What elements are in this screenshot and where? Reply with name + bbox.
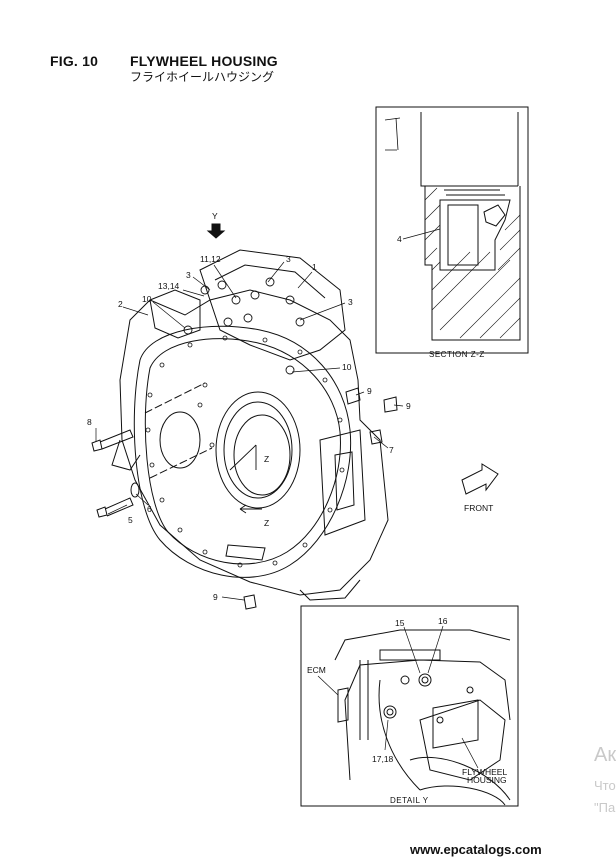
- watermark-line-3: "Па: [594, 800, 616, 815]
- callout-2: 2: [118, 299, 123, 309]
- callout-7: 7: [389, 445, 394, 455]
- callout-10b: 10: [342, 362, 352, 372]
- callout-9b: 9: [406, 401, 411, 411]
- callout-8: 8: [87, 417, 92, 427]
- section-z-label-lower: Z: [264, 518, 269, 528]
- callout-3b: 3: [286, 254, 291, 264]
- flywheel-housing-label-1: FLYWHEEL: [462, 767, 507, 777]
- watermark-line-2: Что: [594, 778, 616, 793]
- figure-name: FLYWHEEL HOUSING: [130, 53, 278, 69]
- detail-y-caption: DETAIL Y: [390, 796, 429, 805]
- section-zz-frame: [375, 106, 529, 354]
- section-zz-caption: SECTION Z-Z: [429, 350, 485, 359]
- footer-url: www.epcatalogs.com: [410, 842, 542, 857]
- section-zz-drawing: [384, 112, 521, 341]
- callout-5: 5: [128, 515, 133, 525]
- callout-13-14: 13,14: [158, 281, 180, 291]
- callout-17-18: 17,18: [372, 754, 394, 764]
- detail-y-drawing: [317, 625, 511, 806]
- flywheel-housing-label-2: HOUSING: [467, 775, 507, 785]
- figure-subtitle-jp: フライホイールハウジング: [130, 70, 275, 84]
- ecm-label: ECM: [307, 665, 326, 675]
- view-y-arrow: [206, 223, 226, 239]
- figure-title: FIG. 10 FLYWHEEL HOUSING: [50, 53, 278, 69]
- callout-10a: 10: [142, 294, 152, 304]
- detail-y-frame: [300, 605, 519, 807]
- callout-9c: 9: [213, 592, 218, 602]
- front-label: FRONT: [464, 503, 493, 513]
- callout-4: 4: [397, 234, 402, 244]
- section-z-label-upper: Z: [264, 454, 269, 464]
- watermark-line-1: Ак: [594, 744, 616, 766]
- callout-3c: 3: [348, 297, 353, 307]
- callout-15: 15: [395, 618, 405, 628]
- callout-11-12: 11,12: [200, 254, 221, 264]
- callout-16: 16: [438, 616, 448, 626]
- callout-6: 6: [147, 504, 152, 514]
- callout-9a: 9: [367, 386, 372, 396]
- front-arrow: [461, 463, 499, 495]
- callout-leaders: [95, 261, 404, 601]
- callout-1: 1: [312, 262, 317, 272]
- view-y-label: Y: [212, 211, 218, 221]
- callout-3a: 3: [186, 270, 191, 280]
- figure-number: FIG. 10: [50, 53, 99, 69]
- flywheel-housing-drawing: [91, 249, 398, 610]
